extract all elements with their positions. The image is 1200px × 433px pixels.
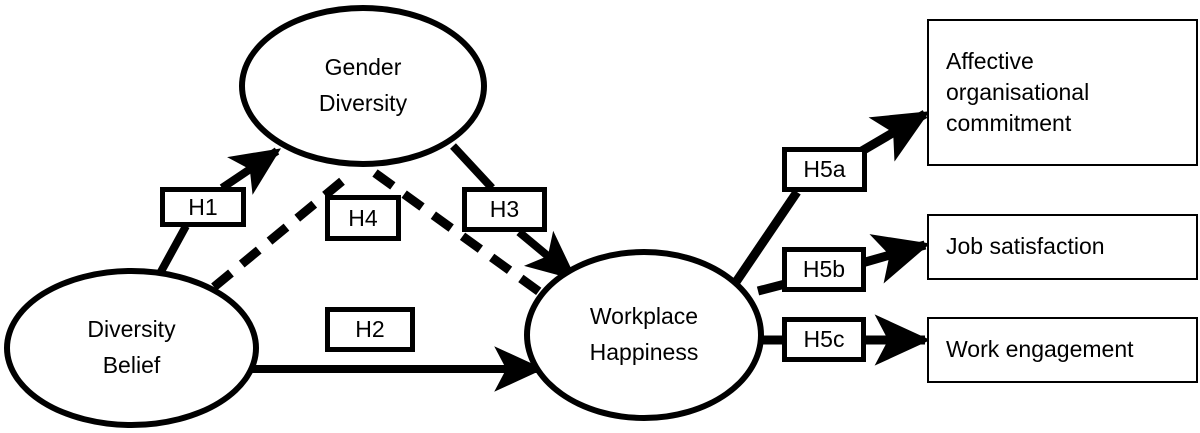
node-gender-diversity-line-1: Gender — [324, 54, 402, 81]
hypothesis-label-h2[interactable]: H2 — [325, 307, 415, 352]
hypothesis-label-h5c[interactable]: H5c — [782, 317, 866, 362]
node-workplace-happiness-line-2: Happiness — [589, 339, 699, 365]
outcome-work-engagement-label: Work engagement — [946, 336, 1134, 363]
outcome-affective-organisational-commitment[interactable]: Affective organisational commitment — [927, 19, 1198, 166]
outcome-job-satisfaction[interactable]: Job satisfaction — [927, 214, 1198, 280]
hypothesis-label-h4-text: H4 — [348, 204, 378, 231]
hypothesis-label-h2-text: H2 — [355, 316, 385, 342]
outcome-affective-line-2: organisational — [946, 78, 1090, 105]
hypothesis-label-h3-text: H3 — [489, 196, 520, 222]
hypothesis-label-h5a[interactable]: H5a — [782, 147, 867, 192]
hypothesis-label-h5b-text: H5b — [802, 256, 846, 282]
hypothesis-label-h4[interactable]: H4 — [325, 195, 401, 241]
node-gender-diversity[interactable]: Gender Diversity — [239, 5, 487, 167]
edge-h3-segment-upper — [450, 143, 495, 191]
hypothesis-label-h5b[interactable]: H5b — [782, 247, 866, 292]
node-workplace-happiness[interactable]: Workplace Happiness — [524, 249, 764, 421]
outcome-affective-line-3: commitment — [946, 110, 1072, 137]
hypothesis-label-h1-text: H1 — [188, 193, 218, 220]
edge-h5a-segment-lower — [732, 189, 801, 285]
edge-h1-segment-upper — [219, 147, 281, 195]
hypothesis-label-h3[interactable]: H3 — [462, 187, 547, 232]
node-gender-diversity-line-2: Diversity — [318, 90, 408, 116]
node-diversity-belief-line-1: Diversity — [87, 316, 176, 343]
edge-h4-dashed-left — [211, 169, 355, 291]
node-diversity-belief-line-2: Belief — [102, 352, 161, 378]
hypothesis-label-h5a-text: H5a — [803, 156, 846, 182]
hypothesis-label-h1[interactable]: H1 — [160, 187, 246, 227]
node-diversity-belief[interactable]: Diversity Belief — [4, 268, 259, 428]
outcome-work-engagement[interactable]: Work engagement — [927, 317, 1198, 383]
outcome-job-satisfaction-label: Job satisfaction — [946, 233, 1105, 260]
hypothesis-label-h5c-text: H5c — [803, 326, 845, 352]
outcome-affective-line-1: Affective — [946, 47, 1034, 74]
node-workplace-happiness-line-1: Workplace — [589, 303, 699, 330]
edge-h5b-segment-right — [860, 234, 931, 284]
